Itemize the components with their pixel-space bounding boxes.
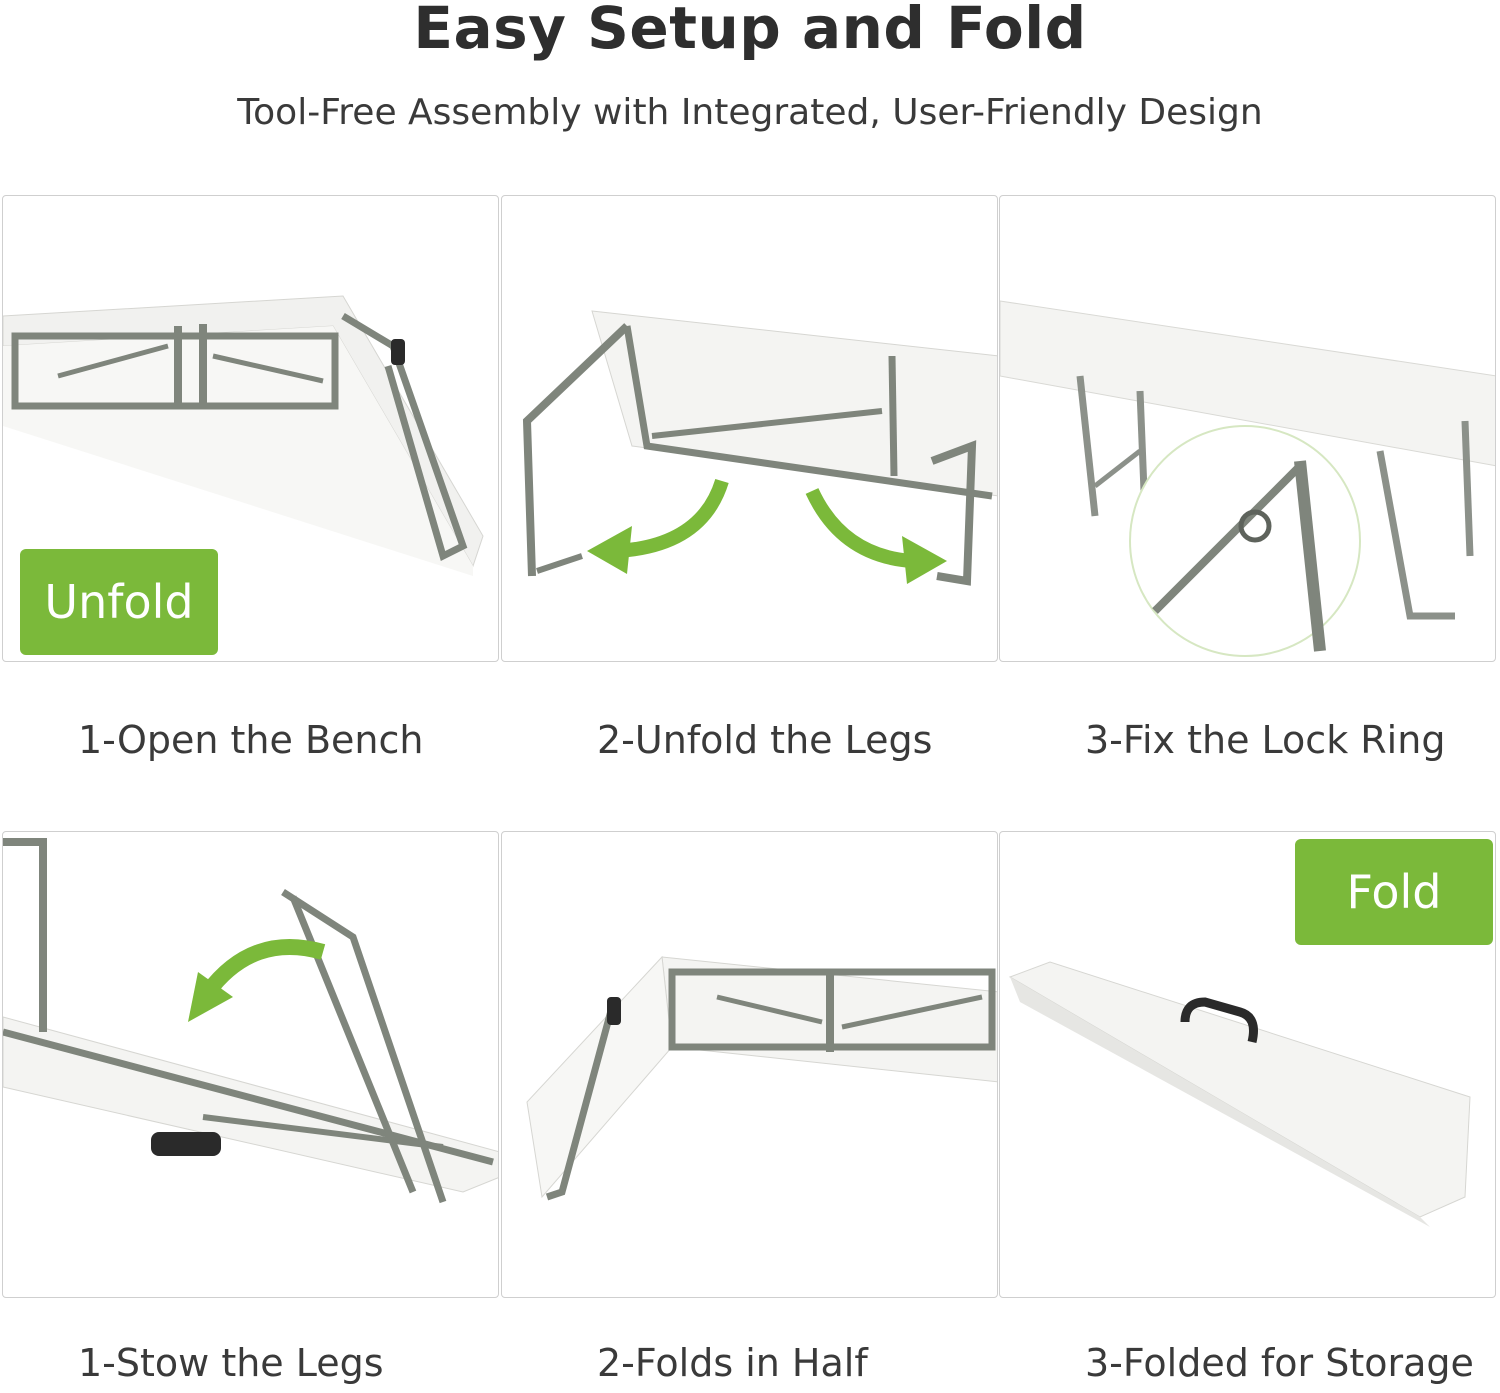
unfold-badge: Unfold bbox=[20, 549, 218, 655]
handle-icon bbox=[391, 339, 405, 365]
fold-badge: Fold bbox=[1295, 839, 1493, 945]
zoom-circle-icon bbox=[1129, 425, 1361, 657]
panel-folds-half bbox=[501, 831, 998, 1298]
handle-icon bbox=[607, 997, 621, 1025]
handle-icon bbox=[1180, 997, 1258, 1044]
panel-stow-legs bbox=[2, 831, 499, 1298]
legs-unfold-illustration bbox=[522, 310, 997, 586]
page-title: Easy Setup and Fold bbox=[413, 0, 1087, 62]
handle-icon bbox=[151, 1132, 221, 1156]
arrow-curve-icon bbox=[616, 478, 729, 558]
caption-stow-legs: 1-Stow the Legs bbox=[78, 1341, 384, 1385]
panel-folded-storage: Fold bbox=[999, 831, 1496, 1298]
caption-open-bench: 1-Open the Bench bbox=[78, 718, 424, 762]
panel-open-bench: Unfold bbox=[2, 195, 499, 662]
caption-unfold-legs: 2-Unfold the Legs bbox=[597, 718, 933, 762]
stow-legs-illustration bbox=[3, 838, 498, 1204]
caption-folds-half: 2-Folds in Half bbox=[597, 1341, 868, 1385]
arrow-curve-icon bbox=[805, 487, 913, 568]
caption-lock-ring: 3-Fix the Lock Ring bbox=[1085, 718, 1446, 762]
page-subtitle: Tool-Free Assembly with Integrated, User… bbox=[237, 92, 1263, 133]
fold-half-illustration bbox=[526, 955, 997, 1201]
panel-lock-ring bbox=[999, 195, 1496, 662]
bench-open-illustration bbox=[3, 295, 484, 576]
caption-folded-storage: 3-Folded for Storage bbox=[1085, 1341, 1474, 1385]
lock-ring-illustration bbox=[1000, 300, 1495, 657]
folded-bench-illustration bbox=[1008, 961, 1471, 1227]
arrow-curve-icon bbox=[201, 939, 326, 997]
panel-unfold-legs bbox=[501, 195, 998, 662]
